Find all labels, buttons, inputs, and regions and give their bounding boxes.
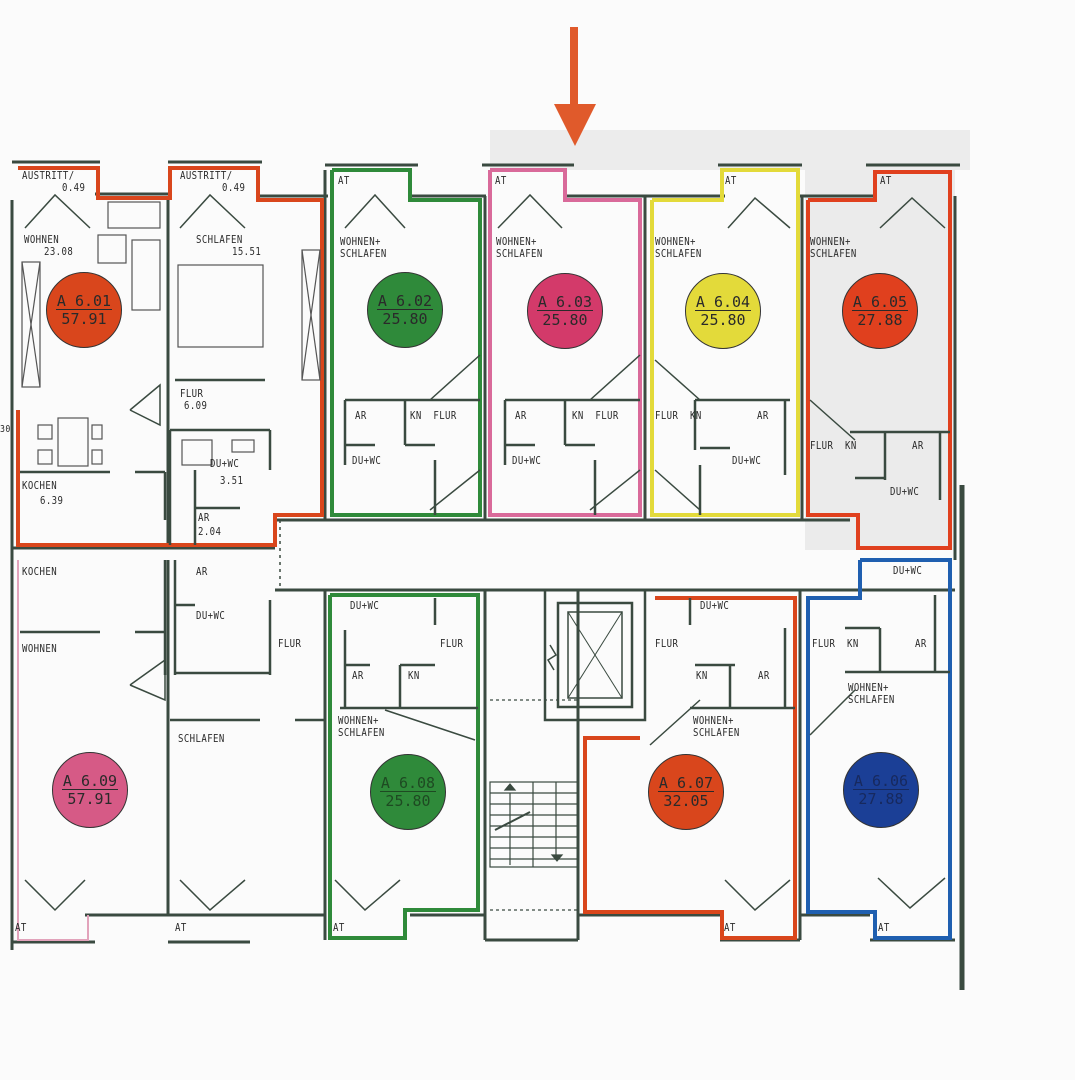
room-label-duwc: DU+WC xyxy=(890,485,920,498)
unit-area: 57.91 xyxy=(61,310,107,328)
unit-id: A 6.02 xyxy=(376,292,434,310)
room-label: FLUR xyxy=(180,387,204,400)
shaded-zone xyxy=(490,130,970,170)
room-label-wohnen-schlafen: WOHNEN+ SCHLAFEN xyxy=(810,235,857,260)
unit-id: A 6.09 xyxy=(61,772,119,790)
room-label-flur-kn: FLUR KN xyxy=(810,439,857,452)
unit-id: A 6.06 xyxy=(852,772,910,790)
room-label-at: AT xyxy=(878,921,890,934)
unit-badge[interactable]: A 6.08 25.80 xyxy=(370,754,446,830)
room-label-at: AT xyxy=(880,174,892,187)
room-area: 23.08 xyxy=(44,245,74,258)
room-label-wohnen: WOHNEN xyxy=(22,642,58,655)
edge-dimension: 30 xyxy=(0,424,11,435)
unit-badge[interactable]: A 6.09 57.91 xyxy=(52,752,128,828)
unit-area: 27.88 xyxy=(858,790,904,808)
room-label-wohnen-schlafen: WOHNEN+ SCHLAFEN xyxy=(340,235,387,260)
room-label-ar: AR xyxy=(355,409,367,422)
room-label-duwc: DU+WC xyxy=(350,599,380,612)
unit-badge[interactable]: A 6.07 32.05 xyxy=(648,754,724,830)
unit-id: A 6.04 xyxy=(694,293,752,311)
room-label: SCHLAFEN xyxy=(196,233,243,246)
room-label: AR xyxy=(198,511,210,524)
room-label: WOHNEN xyxy=(24,233,60,246)
room-label: AUSTRITT/ xyxy=(22,169,75,182)
staircase xyxy=(489,699,579,911)
room-area: 2.04 xyxy=(198,525,222,538)
room-area: 15.51 xyxy=(232,245,262,258)
room-label-wohnen-schlafen: WOHNEN+ SCHLAFEN xyxy=(338,714,385,739)
room-label-at: AT xyxy=(725,174,737,187)
room-label-ar: AR xyxy=(915,637,927,650)
room-label-ar: AR xyxy=(515,409,527,422)
room-label: AUSTRITT/ xyxy=(180,169,233,182)
room-label: KOCHEN xyxy=(22,479,58,492)
room-label-flur: FLUR xyxy=(278,637,302,650)
unit-id: A 6.07 xyxy=(657,774,715,792)
room-label-schlafen: SCHLAFEN xyxy=(178,732,225,745)
room-label-duwc: DU+WC xyxy=(700,599,730,612)
room-label-wohnen-schlafen: WOHNEN+ SCHLAFEN xyxy=(496,235,543,260)
room-label-ar: AR xyxy=(912,439,924,452)
room-area: 6.09 xyxy=(184,399,208,412)
room-label-at: AT xyxy=(175,921,187,934)
room-label-ar: AR xyxy=(196,565,208,578)
unit-area: 32.05 xyxy=(663,792,709,810)
room-label-flur-kn: FLUR KN xyxy=(812,637,859,650)
room-area: 3.51 xyxy=(220,474,244,487)
room-label-kochen: KOCHEN xyxy=(22,565,58,578)
elevator xyxy=(543,588,647,722)
room-label-duwc: DU+WC xyxy=(352,454,382,467)
room-area: 0.49 xyxy=(222,181,246,194)
room-label: DU+WC xyxy=(210,457,240,470)
room-label-kn-flur: KN FLUR xyxy=(410,409,457,422)
furniture xyxy=(21,201,321,467)
shaded-zone-right xyxy=(805,170,955,550)
unit-badge[interactable]: A 6.02 25.80 xyxy=(367,272,443,348)
room-label-flur: FLUR xyxy=(440,637,464,650)
room-area: 0.49 xyxy=(62,181,86,194)
room-label-wohnen-schlafen: WOHNEN+ SCHLAFEN xyxy=(655,235,702,260)
room-label-ar: AR xyxy=(352,669,364,682)
unit-id: A 6.05 xyxy=(851,293,909,311)
unit-area: 25.80 xyxy=(385,792,431,810)
unit-area: 25.80 xyxy=(542,311,588,329)
room-label-wohnen-schlafen: WOHNEN+ SCHLAFEN xyxy=(693,714,740,739)
room-label-flur-kn: FLUR KN xyxy=(655,409,702,422)
unit-badge[interactable]: A 6.01 57.91 xyxy=(46,272,122,348)
room-label-wohnen-schlafen: WOHNEN+ SCHLAFEN xyxy=(848,681,895,706)
room-label-duwc: DU+WC xyxy=(196,609,226,622)
room-area: 6.39 xyxy=(40,494,64,507)
unit-area: 25.80 xyxy=(382,310,428,328)
room-label-kn-flur: KN FLUR xyxy=(572,409,619,422)
room-label-kn: KN xyxy=(696,669,708,682)
room-label-at: AT xyxy=(15,921,27,934)
room-label-duwc: DU+WC xyxy=(512,454,542,467)
room-label-ar: AR xyxy=(757,409,769,422)
unit-id: A 6.01 xyxy=(55,292,113,310)
room-label-at: AT xyxy=(495,174,507,187)
unit-area: 25.80 xyxy=(700,311,746,329)
room-label-at: AT xyxy=(338,174,350,187)
room-label-kn: KN xyxy=(408,669,420,682)
unit-id: A 6.03 xyxy=(536,293,594,311)
room-label-at: AT xyxy=(724,921,736,934)
room-label-duwc: DU+WC xyxy=(893,564,923,577)
room-label-at: AT xyxy=(333,921,345,934)
unit-badge[interactable]: A 6.04 25.80 xyxy=(685,273,761,349)
unit-badge[interactable]: A 6.06 27.88 xyxy=(843,752,919,828)
unit-area: 57.91 xyxy=(67,790,113,808)
room-label-duwc: DU+WC xyxy=(732,454,762,467)
room-label-flur: FLUR xyxy=(655,637,679,650)
room-label-ar: AR xyxy=(758,669,770,682)
arrow-down-icon xyxy=(554,27,596,146)
unit-badge[interactable]: A 6.03 25.80 xyxy=(527,273,603,349)
unit-area: 27.88 xyxy=(857,311,903,329)
unit-badge[interactable]: A 6.05 27.88 xyxy=(842,273,918,349)
unit-id: A 6.08 xyxy=(379,774,437,792)
